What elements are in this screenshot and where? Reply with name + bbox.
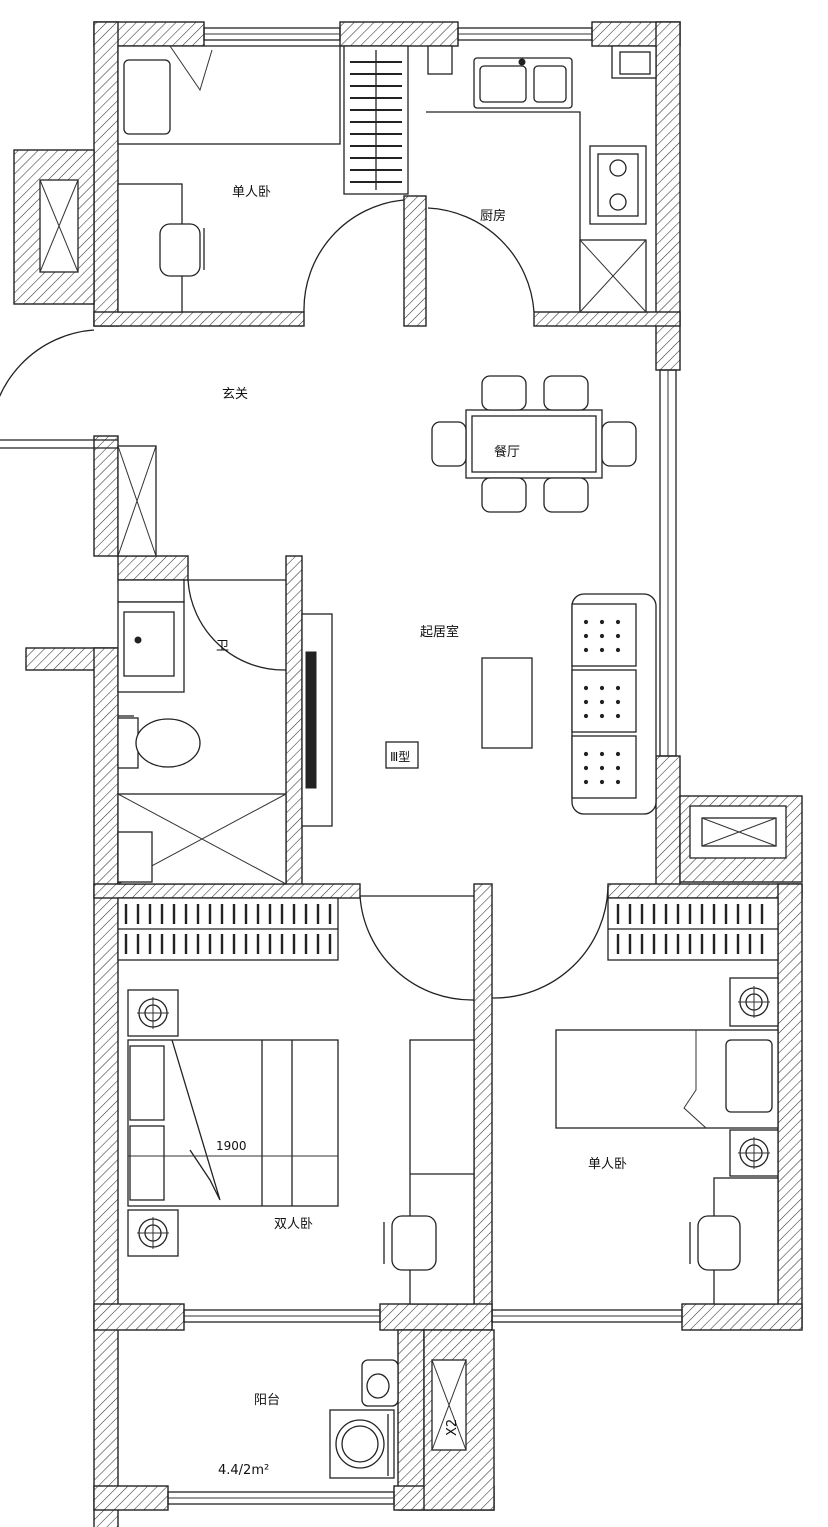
door-swing xyxy=(187,579,287,671)
chair xyxy=(159,223,201,277)
door-swing xyxy=(491,885,609,999)
door-swing xyxy=(427,207,535,313)
south-bedroom xyxy=(491,885,779,1305)
kitchen xyxy=(426,45,657,313)
door-swing xyxy=(359,895,475,1001)
coffee-table xyxy=(481,657,533,749)
model-code-label: Ⅲ型 xyxy=(390,750,410,764)
desk xyxy=(409,1039,475,1305)
shaft-label: X2 xyxy=(445,1419,460,1436)
model-code-box xyxy=(385,741,419,769)
north-bedroom xyxy=(13,45,409,313)
room-label-entrance: 玄关 xyxy=(222,387,248,402)
room-labels: 单人卧 厨房 玄关 餐厅 卫 起居室 双人卧 单人卧 阳台 4.4/2m² Ⅲ型 xyxy=(216,185,627,1478)
room-label-south-bedroom: 单人卧 xyxy=(588,1157,627,1172)
master-bedroom: 1900 xyxy=(117,895,475,1305)
living-room xyxy=(301,593,787,859)
balcony: X2 xyxy=(329,1359,467,1479)
bed-dimension-label: 1900 xyxy=(216,1139,247,1153)
balcony-area-label: 4.4/2m² xyxy=(218,1463,269,1478)
washing-machine xyxy=(329,1409,395,1479)
toilet xyxy=(117,717,139,769)
room-label-dining: 餐厅 xyxy=(494,444,520,460)
chair xyxy=(391,1215,437,1271)
pillow xyxy=(725,1039,773,1113)
windows xyxy=(167,27,683,1505)
room-label-living: 起居室 xyxy=(420,624,459,640)
entrance xyxy=(0,329,157,557)
room-label-north-bedroom: 单人卧 xyxy=(232,185,271,200)
walls xyxy=(25,21,803,1527)
bathroom xyxy=(117,579,287,885)
dining-set xyxy=(431,375,637,513)
pillow xyxy=(123,59,171,135)
entry-door-swing xyxy=(0,329,95,398)
chair xyxy=(697,1215,741,1271)
room-label-kitchen: 厨房 xyxy=(480,208,506,224)
door-swing xyxy=(303,199,405,313)
room-label-master-bedroom: 双人卧 xyxy=(274,1217,313,1232)
room-label-balcony: 阳台 xyxy=(254,1393,280,1408)
room-label-bathroom: 卫 xyxy=(216,639,229,654)
